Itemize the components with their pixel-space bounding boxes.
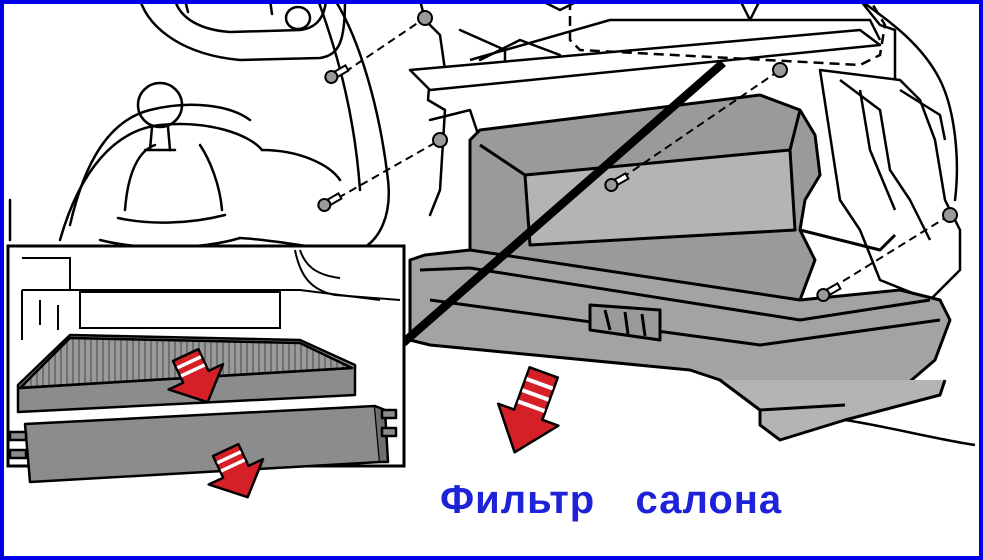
- screw-guides: [337, 17, 951, 289]
- caption-title: Фильтр салона: [440, 478, 783, 522]
- glovebox: [408, 93, 952, 442]
- removal-arrow-main: [496, 366, 560, 454]
- removal-arrow-upper: [167, 347, 225, 404]
- dash-trim: [408, 18, 882, 92]
- pointer-bar: [400, 60, 726, 346]
- filter-inset: [6, 244, 406, 499]
- removal-arrow-lower: [207, 442, 265, 499]
- cover-dashed-outline: [568, 0, 887, 67]
- lower-filter: [8, 404, 398, 484]
- screw-icon: [317, 10, 958, 302]
- right-bracket: [818, 68, 962, 302]
